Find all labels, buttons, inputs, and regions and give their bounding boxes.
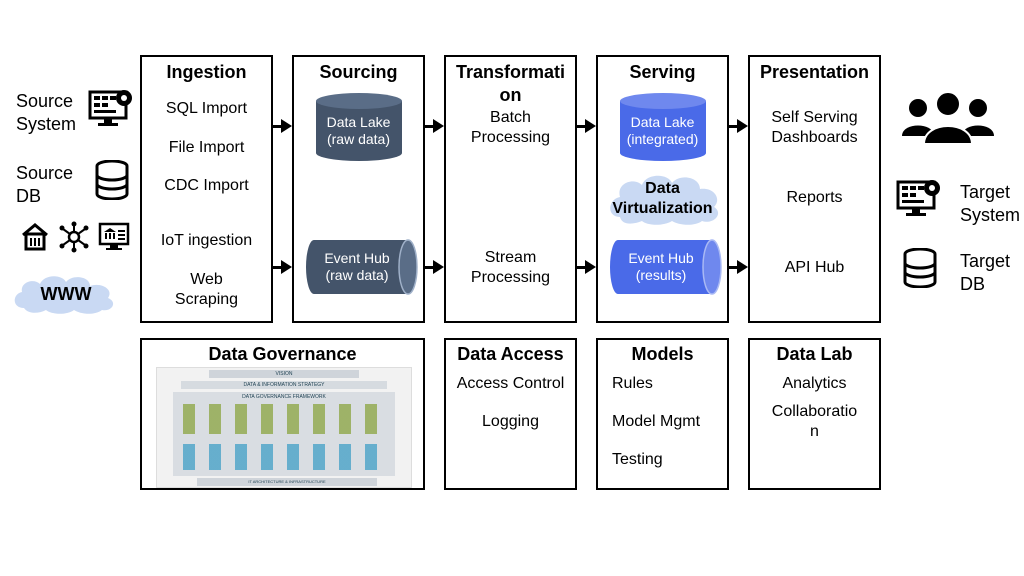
model-mgmt-item: Model Mgmt bbox=[612, 413, 701, 430]
presentation-title: Presentation bbox=[759, 62, 870, 82]
web-scraping-item: Web Scraping bbox=[174, 271, 239, 308]
testing-item: Testing bbox=[612, 451, 663, 468]
sourcing-stage: Sourcing Data Lake (raw data) Event Hub … bbox=[292, 55, 425, 323]
strategy-band: DATA & INFORMATION STRATEGY bbox=[181, 381, 387, 389]
data-access-title: Data Access bbox=[457, 344, 564, 364]
framework-band: DATA GOVERNANCE FRAMEWORK bbox=[242, 394, 326, 400]
flow-arrow bbox=[729, 119, 748, 133]
flow-arrow bbox=[729, 260, 748, 274]
logging-item: Logging bbox=[482, 413, 539, 430]
ingestion-stage: Ingestion SQL Import File Import CDC Imp… bbox=[140, 55, 273, 323]
framework-panel: DATA GOVERNANCE FRAMEWORK bbox=[173, 392, 395, 476]
flow-arrow bbox=[577, 260, 596, 274]
ingestion-title: Ingestion bbox=[166, 62, 247, 82]
transformation-title: Transformati on bbox=[455, 62, 566, 105]
data-access-box: Data Access Access Control Logging bbox=[444, 338, 577, 490]
flow-arrow bbox=[273, 260, 292, 274]
reports-item: Reports bbox=[786, 189, 843, 206]
self-serving-dashboards-item: Self Serving Dashboards bbox=[771, 109, 858, 146]
presentation-stage: Presentation Self Serving Dashboards Rep… bbox=[748, 55, 881, 323]
models-title: Models bbox=[631, 344, 694, 364]
source-db-label: Source DB bbox=[16, 163, 74, 206]
file-import-item: File Import bbox=[168, 139, 245, 156]
analytics-item: Analytics bbox=[782, 375, 847, 392]
database-icon bbox=[95, 160, 129, 200]
bank-monitor-icon bbox=[98, 222, 130, 250]
users-icon bbox=[902, 91, 994, 145]
framework-icons-row1 bbox=[183, 404, 388, 434]
virtualization-cloud bbox=[610, 175, 719, 225]
target-monitor-gear-icon bbox=[896, 180, 940, 216]
serving-title: Serving bbox=[629, 62, 696, 82]
vision-band: VISION bbox=[209, 370, 359, 378]
target-system-label: Target System bbox=[960, 182, 1021, 225]
data-lake-raw-cylinder bbox=[316, 93, 402, 161]
data-virtualization-label: Data Virtualization bbox=[612, 180, 713, 217]
flow-arrow bbox=[425, 260, 444, 274]
iot-ingestion-item: IoT ingestion bbox=[160, 232, 253, 249]
rules-item: Rules bbox=[612, 375, 653, 392]
target-db-label: Target DB bbox=[960, 251, 1011, 294]
data-lake-raw-label: Data Lake (raw data) bbox=[326, 114, 391, 147]
flow-arrow bbox=[425, 119, 444, 133]
flow-arrow bbox=[273, 119, 292, 133]
data-governance-box: Data Governance VISION DATA & INFORMATIO… bbox=[140, 338, 425, 490]
event-hub-results-label: Event Hub (results) bbox=[628, 250, 694, 283]
www-cloud bbox=[14, 276, 114, 314]
house-icon bbox=[22, 223, 48, 251]
models-box: Models Rules Model Mgmt Testing bbox=[596, 338, 729, 490]
target-database-icon bbox=[903, 248, 937, 288]
network-icon bbox=[59, 221, 89, 253]
source-system-label: Source System bbox=[16, 91, 77, 134]
data-lab-box: Data Lab Analytics Collaboratio n bbox=[748, 338, 881, 490]
data-lab-title: Data Lab bbox=[776, 344, 853, 364]
collaboration-item: Collaboratio n bbox=[771, 403, 858, 440]
governance-framework-image: VISION DATA & INFORMATION STRATEGY DATA … bbox=[156, 367, 412, 488]
data-lake-integrated-cylinder bbox=[620, 93, 706, 161]
stream-processing-item: Stream Processing bbox=[470, 249, 551, 286]
transformation-stage: Transformati on Batch Processing Stream … bbox=[444, 55, 577, 323]
event-hub-raw-cylinder bbox=[306, 239, 418, 295]
data-lake-integrated-label: Data Lake (integrated) bbox=[626, 114, 699, 147]
sql-import-item: SQL Import bbox=[165, 100, 248, 117]
sourcing-title: Sourcing bbox=[319, 62, 398, 82]
event-hub-results-cylinder bbox=[610, 239, 722, 295]
cdc-import-item: CDC Import bbox=[164, 177, 249, 194]
api-hub-item: API Hub bbox=[784, 259, 845, 276]
www-label: WWW bbox=[40, 284, 92, 304]
framework-icons-row2 bbox=[183, 444, 388, 470]
event-hub-raw-label: Event Hub (raw data) bbox=[324, 250, 390, 283]
access-control-item: Access Control bbox=[456, 375, 565, 392]
serving-stage: Serving Data Lake (integrated) Data Virt… bbox=[596, 55, 729, 323]
data-governance-title: Data Governance bbox=[208, 344, 357, 364]
monitor-gear-icon bbox=[88, 90, 132, 126]
infrastructure-band: IT ARCHITECTURE & INFRASTRUCTURE bbox=[197, 478, 377, 486]
batch-processing-item: Batch Processing bbox=[470, 109, 551, 146]
flow-arrow bbox=[577, 119, 596, 133]
